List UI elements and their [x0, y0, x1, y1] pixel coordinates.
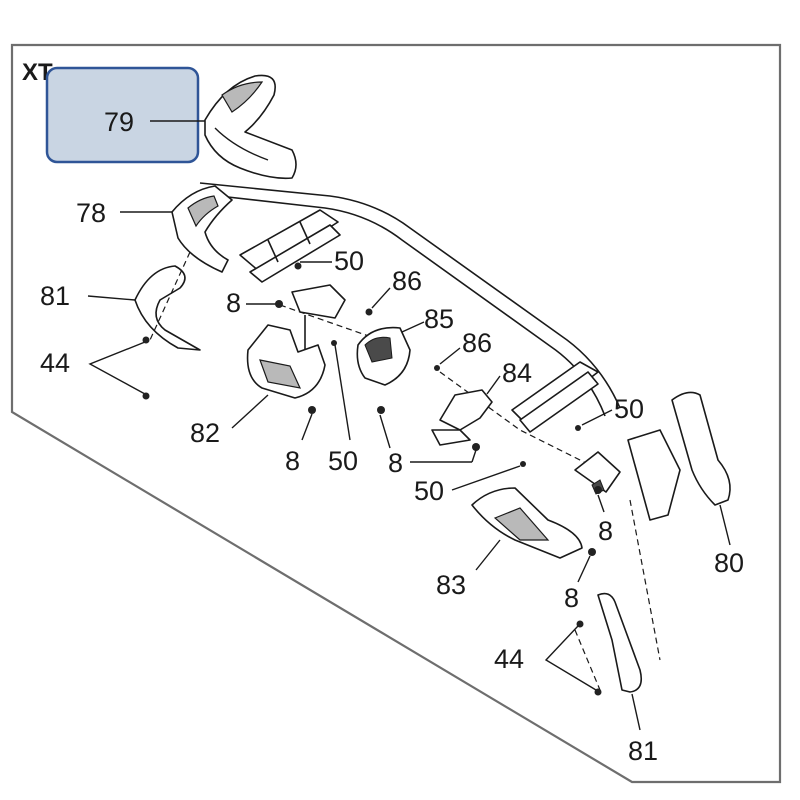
leader-86-a	[371, 287, 391, 309]
label-86-a: 86	[392, 266, 422, 296]
label-81-top: 81	[40, 281, 70, 311]
label-80: 80	[714, 548, 744, 578]
leader-50-c	[581, 409, 613, 426]
leader-83	[475, 539, 501, 571]
label-50-c: 50	[614, 394, 644, 424]
dash-line-4	[629, 499, 661, 661]
label-8-e: 8	[564, 583, 579, 613]
leader-50-d	[451, 465, 521, 491]
label-8-d: 8	[598, 516, 613, 546]
upper-brackets	[239, 209, 341, 283]
label-50-b: 50	[328, 446, 358, 476]
leader-44-bottom	[544, 625, 597, 691]
label-81-bottom: 81	[628, 736, 658, 766]
bolt-50-a	[294, 262, 302, 270]
bolt-8-b	[308, 406, 316, 414]
bolt-50-c	[575, 425, 581, 431]
label-79[interactable]: 79	[104, 107, 134, 137]
label-83: 83	[436, 570, 466, 600]
right-brackets	[511, 361, 599, 433]
dash-line-1	[149, 251, 191, 341]
label-84: 84	[502, 358, 532, 388]
bar-rail	[199, 182, 621, 409]
leader-82	[231, 394, 269, 429]
leader-8-e	[577, 555, 591, 583]
part-83	[471, 487, 583, 559]
leader-44-top	[88, 341, 146, 395]
bolt-50-d	[520, 461, 526, 467]
bolt-86-b	[434, 365, 440, 371]
leader-8-b	[301, 413, 313, 441]
bolt-8-c	[472, 443, 480, 451]
label-8-c: 8	[388, 448, 403, 478]
part-80	[574, 391, 731, 521]
part-81-bottom	[597, 592, 643, 693]
part-79	[204, 74, 297, 180]
bolt-8-c-top	[377, 406, 385, 414]
bolt-8-e	[588, 548, 596, 556]
part-84	[431, 389, 493, 446]
bolt-8-d	[594, 486, 602, 494]
bolt-8-a	[275, 300, 283, 308]
bolt-44-top-b	[142, 392, 150, 400]
label-44-bottom: 44	[494, 644, 524, 674]
label-50-a: 50	[334, 246, 364, 276]
leader-85	[401, 321, 425, 333]
bolt-44-bottom-a	[576, 620, 584, 628]
leader-86-b	[439, 347, 461, 365]
label-8-a: 8	[226, 288, 241, 318]
bolt-50-b	[331, 340, 337, 346]
leader-8-d	[597, 494, 605, 513]
leader-84	[486, 375, 501, 395]
label-85: 85	[424, 304, 454, 334]
dash-line-3	[439, 371, 601, 471]
part-85	[356, 326, 411, 386]
leader-50-b	[334, 344, 351, 441]
leader-8-c-v	[379, 414, 391, 449]
bolt-86-a	[365, 308, 373, 316]
leader-81-top	[87, 295, 136, 301]
label-86-b: 86	[462, 328, 492, 358]
part-78	[171, 185, 233, 273]
label-78: 78	[76, 198, 106, 228]
label-82: 82	[190, 418, 220, 448]
bolt-44-bottom-b	[594, 688, 602, 696]
leader-80	[719, 504, 731, 546]
part-82	[246, 284, 346, 399]
leader-81-bottom	[631, 693, 641, 731]
label-50-d: 50	[414, 476, 444, 506]
leader-8-c-up	[471, 449, 477, 463]
label-8-b: 8	[285, 446, 300, 476]
highlight-79[interactable]	[45, 66, 200, 164]
dash-line-5	[574, 629, 601, 691]
bolt-44-top-a	[142, 336, 150, 344]
label-44-top: 44	[40, 348, 70, 378]
part-81-top	[134, 265, 201, 351]
dash-line-2	[279, 304, 381, 341]
